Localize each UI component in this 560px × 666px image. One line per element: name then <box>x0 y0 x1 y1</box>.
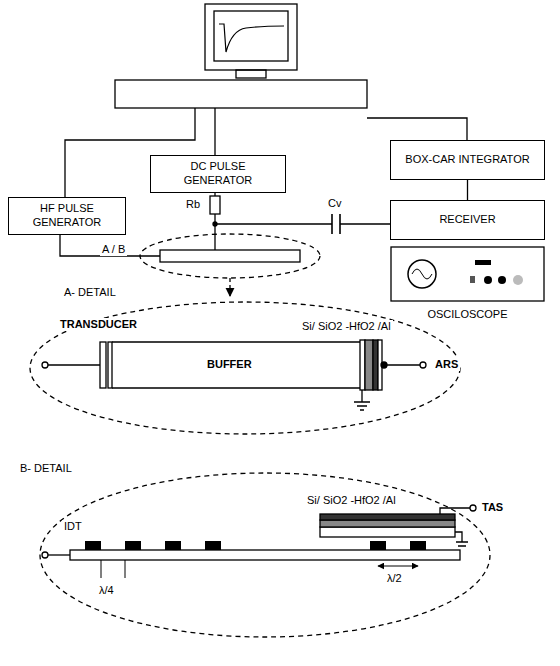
part-label: IDT <box>62 520 84 533</box>
computer <box>115 4 367 108</box>
capacitor-symbol <box>332 214 340 234</box>
dimension-line <box>101 560 125 578</box>
wire <box>367 118 467 140</box>
part-label: Si/ SiO2 -HfO2 /Al <box>305 494 398 507</box>
idt-fingers <box>85 541 426 550</box>
ground-symbol <box>354 390 370 410</box>
part-label: Cv <box>326 197 343 210</box>
film-layer <box>320 514 455 520</box>
wire <box>45 364 100 365</box>
transducer-layer <box>108 342 112 388</box>
detail-arrow <box>229 278 230 296</box>
part-label: TRANSDUCER <box>58 318 139 331</box>
buffer-rod <box>112 342 360 388</box>
instrument-box: DC PULSE GENERATOR <box>150 155 286 193</box>
wire <box>48 554 70 555</box>
box-label: RECEIVER <box>435 211 499 229</box>
contact-dot <box>381 362 387 368</box>
transducer-layer <box>100 342 106 388</box>
dimension-arrow <box>378 566 418 567</box>
box-label: OSCILOSCOPE <box>423 306 511 324</box>
instrument-box: BOX-CAR INTEGRATOR <box>390 140 545 180</box>
terminal <box>470 505 476 511</box>
part-label: BUFFER <box>205 358 254 371</box>
oscilloscope: OSCILOSCOPE <box>390 246 545 324</box>
part-label: Si/ SiO2 -HfO2 /Al <box>300 320 393 333</box>
part-label: ARS <box>433 358 460 371</box>
part-label: λ/2 <box>385 572 404 585</box>
film-layer <box>373 340 378 390</box>
instrument-box: RECEIVER <box>390 200 545 240</box>
wire <box>214 108 215 155</box>
detail-ellipse <box>140 234 320 278</box>
wire <box>215 223 390 224</box>
part-label: A- DETAIL <box>62 286 118 299</box>
terminal <box>420 362 426 368</box>
terminal <box>42 552 48 558</box>
ground-symbol <box>455 532 468 546</box>
wire <box>387 364 420 365</box>
signal-wire <box>467 180 468 200</box>
film-layer <box>360 340 365 390</box>
detail-ellipse <box>40 473 490 637</box>
oscilloscope-icon <box>390 246 545 302</box>
wire <box>214 214 215 250</box>
box-label: HF PULSE GENERATOR <box>9 200 125 232</box>
film-layer <box>320 520 455 527</box>
substrate <box>70 550 460 560</box>
instrument-box: HF PULSE GENERATOR <box>8 197 126 235</box>
box-label: BOX-CAR INTEGRATOR <box>401 151 533 169</box>
detail-ellipse <box>30 302 460 434</box>
film-layer <box>320 527 455 537</box>
part-label: B- DETAIL <box>18 462 74 475</box>
resistor-symbol <box>210 196 220 214</box>
part-label: λ/4 <box>97 584 116 597</box>
terminal <box>42 362 48 368</box>
wire <box>60 235 160 256</box>
part-label: Rb <box>184 198 202 211</box>
wire <box>440 508 470 514</box>
part-label: A / B <box>100 243 127 256</box>
part-label: TAS <box>480 501 505 514</box>
film-layer <box>365 340 373 390</box>
sample <box>160 250 300 262</box>
box-label: DC PULSE GENERATOR <box>151 158 285 190</box>
